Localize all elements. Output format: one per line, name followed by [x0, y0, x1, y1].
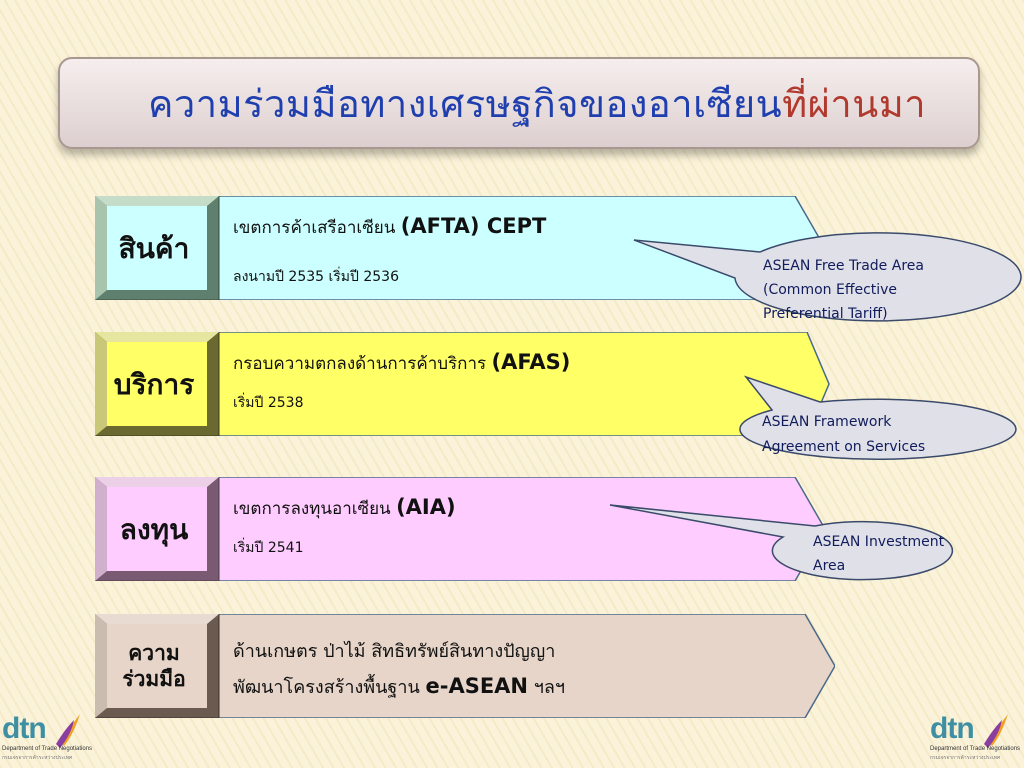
dtn-logo-swoosh-icon [56, 714, 80, 748]
row-cooperation-line2-tail: ฯลฯ [528, 677, 565, 698]
row-cooperation-arrow-shape [95, 614, 835, 718]
callout-afas-bubble [739, 375, 1017, 460]
row-services: บริการ กรอบความตกลงด้านการค้าบริการ (AFA… [95, 332, 835, 436]
row-cooperation-label-line1: ความ [128, 640, 180, 665]
callout-aia-line2: Area [813, 558, 846, 574]
dtn-logo-right-sub1: Department of Trade Negotiations [930, 746, 1021, 752]
callout-afas-line1: ASEAN Framework [762, 414, 892, 430]
dtn-logo-swoosh-right-icon [984, 714, 1008, 748]
row-cooperation-label-line2: ร่วมมือ [122, 667, 186, 691]
dtn-logo-sub2: กรมเจรจาการค้าระหว่างประเทศ [2, 755, 73, 761]
title-banner: ความร่วมมือทางเศรษฐกิจของอาเซียนที่ผ่านม… [58, 57, 980, 149]
dtn-logo-right-sub2: กรมเจรจาการค้าระหว่างประเทศ [930, 755, 1001, 761]
row-goods-line2: ลงนามปี 2535 เริ่มปี 2536 [233, 269, 399, 285]
row-cooperation-line2: พัฒนาโครงสร้างพื้นฐาน e-ASEAN ฯลฯ [233, 672, 565, 701]
callout-afta-line3: Preferential Tariff) [763, 306, 888, 322]
row-cooperation-line1: ด้านเกษตร ป่าไม้ สิทธิทรัพย์สินทางปัญญา [233, 641, 556, 662]
row-goods-line1: เขตการค้าเสรีอาเซียน (AFTA) CEPT [233, 214, 546, 241]
row-services-line1: กรอบความตกลงด้านการค้าบริการ (AFAS) [233, 350, 570, 377]
row-services-line1-text: กรอบความตกลงด้านการค้าบริการ [233, 354, 492, 374]
row-cooperation-label: ความร่วมมือ [101, 624, 207, 708]
callout-afas-line2: Agreement on Services [762, 439, 926, 455]
row-services-line2: เริ่มปี 2538 [233, 395, 304, 411]
row-goods-label: สินค้า [118, 231, 190, 265]
dtn-logo-right-mark: dtn [930, 712, 975, 745]
row-investment-label: ลงทุน [119, 512, 189, 546]
row-cooperation-line2-text: พัฒนาโครงสร้างพื้นฐาน [233, 677, 426, 698]
dtn-logo-right: dtn Department of Trade Negotiations กรม… [930, 712, 1020, 761]
row-services-label: บริการ [113, 367, 195, 401]
title-accent: ที่ผ่านมา [782, 81, 927, 126]
row-cooperation-line2-abbr: e-ASEAN [425, 674, 529, 698]
callout-aia-line1: ASEAN Investment [813, 534, 945, 550]
row-investment-line1: เขตการลงทุนอาเซียน (AIA) [233, 495, 456, 522]
row-goods-line1-abbr: (AFTA) CEPT [400, 214, 547, 238]
callout-afta-bubble [633, 232, 1022, 322]
row-services-line1-abbr: (AFAS) [491, 350, 571, 374]
dtn-logo-mark: dtn [2, 712, 47, 745]
row-goods-arrow-shape [95, 196, 826, 300]
row-investment-line1-text: เขตการลงทุนอาเซียน [233, 499, 397, 519]
callout-afta-line2: (Common Effective [763, 282, 898, 298]
dtn-logo-left: dtn Department of Trade Negotiations กรม… [2, 712, 92, 761]
callout-afta-line1: ASEAN Free Trade Area [763, 258, 924, 274]
callout-aia-bubble [609, 504, 954, 581]
row-investment: ลงทุน เขตการลงทุนอาเซียน (AIA) เริ่มปี 2… [95, 477, 835, 581]
row-cooperation: ความร่วมมือ ด้านเกษตร ป่าไม้ สิทธิทรัพย์… [95, 614, 835, 718]
row-goods: สินค้า เขตการค้าเสรีอาเซียน (AFTA) CEPT … [95, 196, 835, 300]
title-main: ความร่วมมือทางเศรษฐกิจของอาเซียน [148, 81, 783, 126]
row-goods-line1-text: เขตการค้าเสรีอาเซียน [233, 218, 401, 238]
row-investment-line2: เริ่มปี 2541 [233, 540, 304, 556]
row-investment-arrow-shape [95, 477, 826, 581]
row-investment-line1-abbr: (AIA) [396, 495, 456, 519]
dtn-logo-sub1: Department of Trade Negotiations [2, 746, 93, 752]
row-services-arrow-shape [95, 332, 830, 436]
